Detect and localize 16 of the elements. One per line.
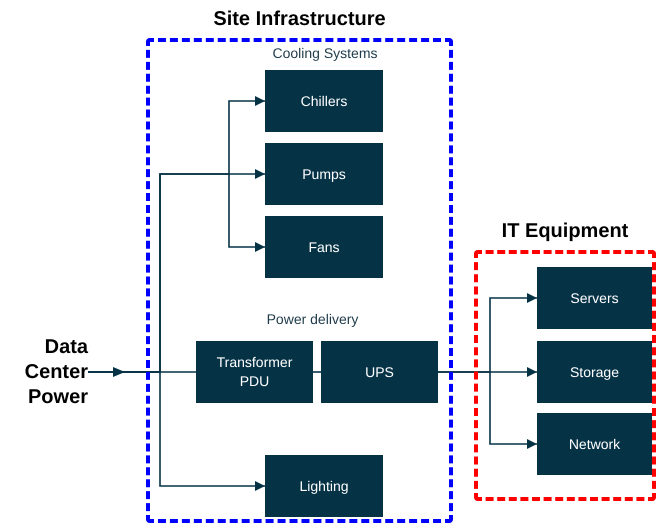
component-box: Network — [537, 413, 652, 475]
component-box: Servers — [537, 267, 652, 329]
group-heading: IT Equipment — [500, 219, 630, 244]
section-label: Cooling Systems — [271, 44, 379, 63]
component-box: Pumps — [265, 143, 383, 205]
component-box: Lighting — [265, 455, 383, 517]
component-box: Chillers — [265, 70, 383, 132]
section-label: Power delivery — [266, 310, 360, 329]
group-heading: Site Infrastructure — [212, 7, 387, 32]
component-box: Fans — [265, 216, 383, 278]
component-box: Transformer PDU — [196, 341, 313, 403]
dashed-group-border — [474, 250, 656, 501]
input-label: Data Center Power — [24, 334, 88, 410]
component-box: Storage — [537, 341, 652, 403]
component-box: UPS — [321, 341, 438, 403]
dashed-group-border — [146, 38, 453, 523]
